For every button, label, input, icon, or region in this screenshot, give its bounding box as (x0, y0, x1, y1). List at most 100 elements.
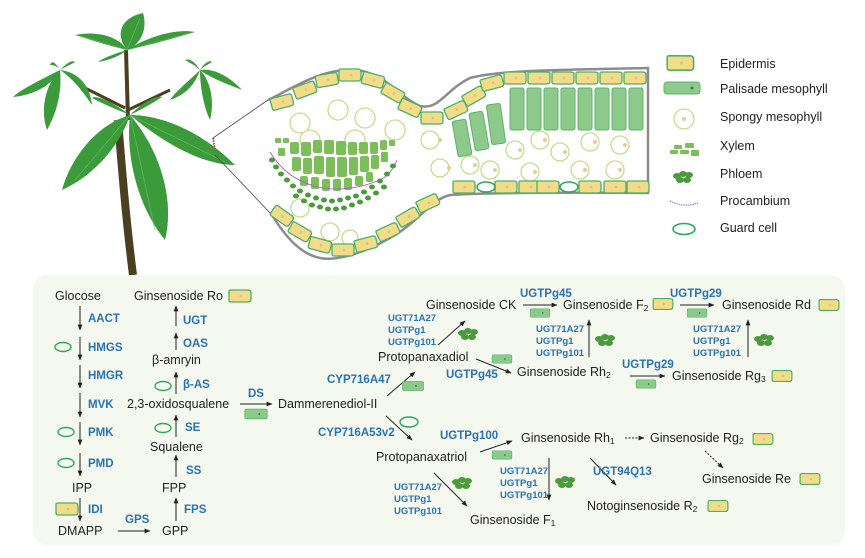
node-ginsenoside-ck: Ginsenoside CK (426, 298, 517, 312)
palisade-icon (529, 308, 551, 318)
legend-phloem: Phloem (673, 167, 762, 183)
legend-label: Guard cell (720, 221, 777, 235)
enzyme-ugtpg45: UGTPg45 (446, 369, 498, 381)
epidermis-icon (652, 298, 674, 310)
enzyme-ugtpg45: UGTPg45 (520, 288, 572, 300)
legend-procambium: Procambium (669, 194, 790, 208)
palisade-icon (491, 450, 513, 460)
enzyme-ugtpg100: UGTPg100 (440, 430, 498, 442)
enzyme-ss: SS (186, 465, 202, 477)
epidermis-icon (707, 500, 729, 512)
node-ginsenoside-f2: Ginsenoside F2 (563, 298, 649, 313)
leaf-cluster-right (170, 59, 242, 120)
leaf-cluster-main (62, 96, 235, 240)
zoom-line-top (212, 99, 269, 139)
node-ginsenoside-rh1: Ginsenoside Rh1 (521, 431, 615, 446)
enzyme-gps: GPS (125, 514, 150, 526)
node-ipp: IPP (72, 481, 92, 495)
epidermis-icon (799, 473, 821, 485)
palisade-icon (244, 408, 268, 420)
enzyme-ugtpg101: UGTPg101 (394, 506, 443, 517)
enzyme-ugtpg1: UGTPg1 (500, 478, 538, 489)
enzyme-cyp716a47: CYP716A47 (327, 374, 391, 386)
leaf-cross-section (267, 66, 650, 260)
enzyme-ugtpg1: UGTPg1 (394, 494, 432, 505)
enzyme-ugtpg101: UGTPg101 (388, 337, 437, 348)
guard-cell-icon (154, 380, 172, 392)
enzyme-ugtpg101: UGTPg101 (536, 348, 585, 359)
enzyme-ugt71a27: UGT71A27 (394, 482, 442, 493)
ugt-group-3: UGT71A27 UGTPg1 UGTPg101 (693, 324, 742, 359)
palisade-icon (686, 308, 708, 318)
ugt-group-5: UGT71A27 UGTPg1 UGTPg101 (500, 466, 549, 501)
palisade-icon (635, 379, 657, 389)
enzyme-ugtpg101: UGTPg101 (500, 490, 549, 501)
node-dmapp: DMAPP (58, 524, 102, 538)
pathway-panel (33, 275, 845, 545)
epidermis-icon (228, 289, 252, 303)
palisade-icon (663, 81, 701, 95)
node-ginsenoside-rg3: Ginsenoside Rg3 (672, 369, 766, 384)
leaf-cluster-left (13, 61, 92, 130)
enzyme-ugtpg1: UGTPg1 (388, 325, 426, 336)
legend-label: Phloem (720, 167, 762, 181)
leaf-cluster-top (75, 13, 195, 62)
enzyme-ugt71a27: UGT71A27 (500, 466, 548, 477)
legend-xylem: Xylem (670, 139, 755, 156)
node-protopanaxatriol: Protopanaxatriol (376, 450, 467, 464)
node-ginsenoside-ro: Ginsenoside Ro (134, 289, 223, 303)
enzyme-oas: OAS (183, 338, 208, 350)
enzyme-ugtpg1: UGTPg1 (536, 336, 574, 347)
node-ginsenoside-rh2: Ginsenoside Rh2 (517, 365, 611, 380)
enzyme-se: SE (185, 422, 201, 434)
ppt-pathway: CYP716A53v2 Protopanaxatriol UGTPg100 Gi… (318, 415, 821, 528)
ugt-group-4: UGT71A27 UGTPg1 UGTPg101 (394, 482, 443, 517)
legend-label: Epidermis (720, 57, 776, 71)
vascular-bundle (269, 138, 398, 212)
legend-label: Procambium (720, 194, 790, 208)
enzyme-pmk: PMK (88, 427, 114, 439)
enzyme-ugtpg29: UGTPg29 (622, 359, 674, 371)
xylem-cells (275, 138, 395, 191)
guard-cell-icon (57, 426, 75, 438)
palisade-icon (491, 354, 513, 364)
enzyme-hmgs: HMGS (88, 342, 123, 354)
node-ginsenoside-f1: Ginsenoside F1 (470, 513, 556, 528)
enzyme-hmgr: HMGR (88, 370, 124, 382)
legend-palisade: Palisade mesophyll (663, 81, 828, 96)
ugt-group-2: UGT71A27 UGTPg1 UGTPg101 (536, 324, 585, 359)
phloem-cells (269, 157, 396, 212)
enzyme-ugt71a27: UGT71A27 (536, 324, 584, 335)
legend-spongy: Spongy mesophyll (673, 108, 822, 130)
node-oxidosqualene: 2,3-oxidosqualene (127, 397, 229, 411)
procambium-icon (669, 200, 699, 206)
node-fpp: FPP (162, 481, 186, 495)
spongy-nuclei (438, 138, 627, 174)
enzyme-ugtpg29: UGTPg29 (670, 288, 722, 300)
palisade-cells (451, 87, 644, 158)
epidermis-icon (752, 433, 774, 445)
mva-pathway: Glocose AACT HMGS HMGR MVK PMK PMD IPP I… (54, 289, 377, 538)
node-glucose: Glocose (55, 289, 101, 303)
enzyme-mvk: MVK (88, 399, 114, 411)
epidermis-icon (666, 55, 695, 71)
node-gpp: GPP (162, 524, 188, 538)
enzyme-fps: FPS (184, 504, 207, 516)
legend-guard-cell: Guard cell (672, 221, 777, 236)
guard-cell-icon (154, 422, 172, 434)
legend-label: Spongy mesophyll (720, 110, 822, 124)
enzyme-ugtpg1: UGTPg1 (693, 336, 731, 347)
guard-cell-icon (54, 341, 72, 353)
enzyme-beta-as: β-AS (183, 379, 210, 391)
node-ginsenoside-re: Ginsenoside Re (702, 472, 791, 486)
enzyme-aact: AACT (88, 313, 120, 325)
guard-cell-icon (399, 416, 419, 428)
xylem-icon (670, 143, 699, 156)
phloem-icon (673, 171, 693, 183)
enzyme-ugt94q13: UGT94Q13 (593, 466, 652, 478)
guard-cell-icon (57, 457, 75, 469)
enzyme-idi: IDI (88, 504, 103, 516)
guard-cell-icon (672, 222, 696, 236)
epidermis-icon (771, 370, 793, 382)
